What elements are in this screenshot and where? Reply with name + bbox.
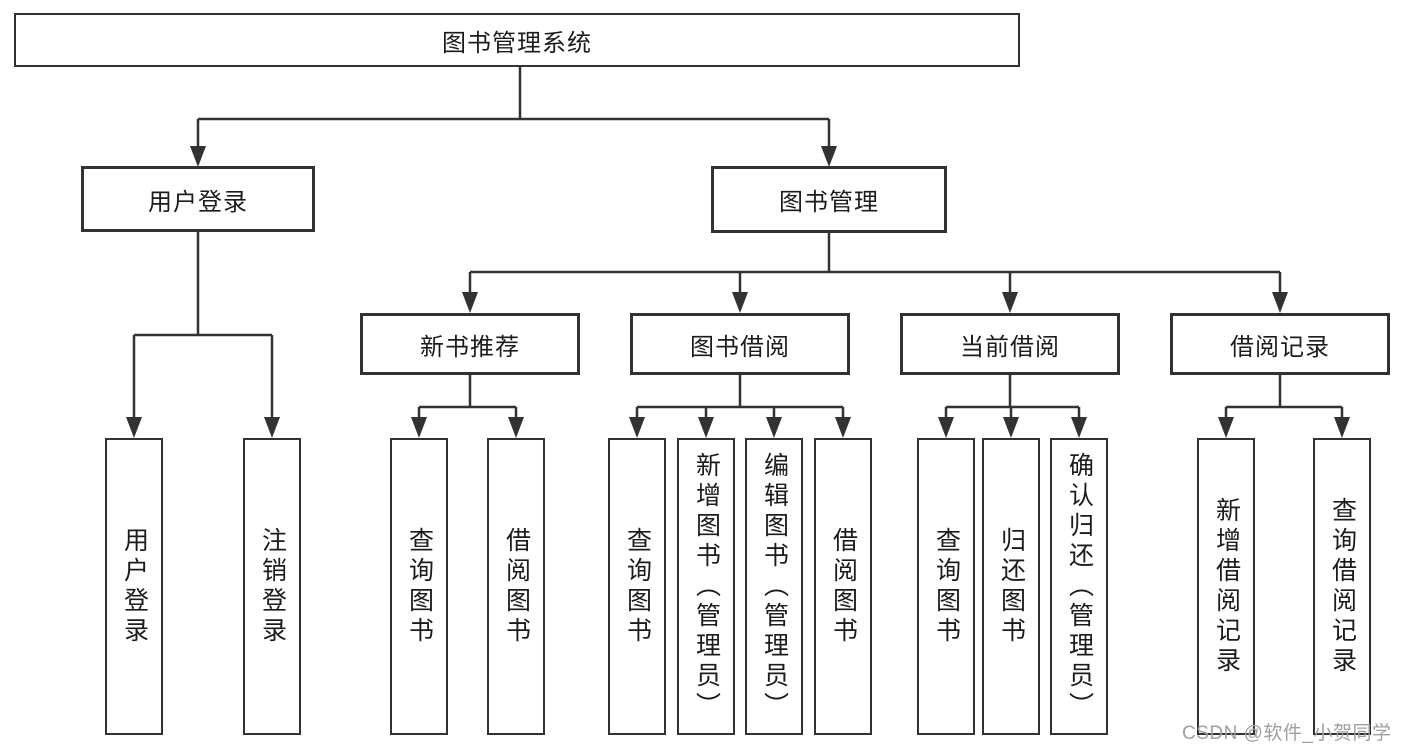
leaf-query-borrow-record: 查询借阅记录	[1313, 438, 1371, 735]
node-book-management: 图书管理	[711, 166, 947, 233]
leaf-borrow-books-recommend: 借阅图书	[487, 438, 545, 735]
connector-borrow-records-subtree	[1218, 375, 1350, 438]
connector-book-mgmt-to-level2	[462, 232, 1288, 313]
node-new-book-recommend: 新书推荐	[360, 313, 580, 375]
connector-user-login-subtree	[126, 231, 280, 438]
node-current-borrow: 当前借阅	[900, 313, 1120, 375]
leaf-user-login: 用户登录	[105, 438, 163, 735]
leaf-query-books-recommend: 查询图书	[390, 438, 448, 735]
node-library-management-system: 图书管理系统	[14, 13, 1020, 67]
leaf-borrow-books: 借阅图书	[814, 438, 872, 735]
connector-book-borrow-subtree	[629, 375, 851, 438]
connector-new-book-subtree	[411, 375, 524, 438]
watermark: CSDN @软件_小贺同学	[1182, 723, 1392, 744]
node-book-borrow: 图书借阅	[630, 313, 850, 375]
leaf-query-books-current: 查询图书	[917, 438, 975, 735]
connector-current-borrow-subtree	[938, 375, 1087, 438]
leaf-add-books-admin: 新增图书（管理员）	[677, 438, 735, 735]
leaf-logout: 注销登录	[243, 438, 301, 735]
leaf-edit-books-admin: 编辑图书（管理员）	[745, 438, 803, 735]
leaf-return-books: 归还图书	[982, 438, 1040, 735]
leaf-add-borrow-record: 新增借阅记录	[1197, 438, 1255, 735]
connector-root-to-level1	[190, 66, 837, 167]
node-user-login: 用户登录	[81, 166, 315, 232]
node-borrow-records: 借阅记录	[1170, 313, 1390, 375]
leaf-confirm-return-admin: 确认归还（管理员）	[1050, 438, 1108, 735]
leaf-query-books-borrow: 查询图书	[608, 438, 666, 735]
